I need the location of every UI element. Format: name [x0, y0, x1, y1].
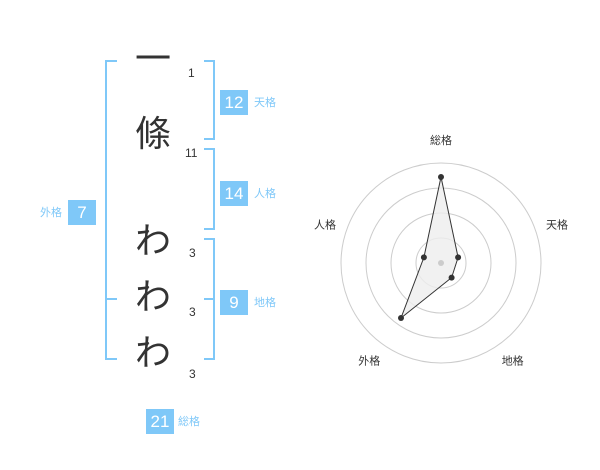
chikaku-bracket-tick — [204, 298, 215, 300]
radar-axis-label-4: 外格 — [358, 354, 380, 368]
radar-ring-4 — [340, 162, 542, 364]
chikaku-value: 9 — [220, 290, 248, 315]
radar-data-polygon — [399, 176, 459, 320]
gaikaku-bracket-tick — [105, 298, 117, 300]
radar-center-point — [438, 260, 444, 266]
jinkaku-label: 人格 — [254, 187, 276, 200]
radar-point-3 — [448, 274, 455, 281]
radar-point-1 — [438, 174, 444, 180]
radar-point-4 — [398, 315, 404, 321]
jinkaku-bracket — [204, 148, 215, 230]
name-char-4: わ — [134, 277, 171, 318]
stroke-count-2: 11 — [185, 146, 198, 160]
radar-axis-label-1: 総格 — [430, 133, 452, 147]
radar-point-2 — [455, 254, 462, 261]
chikaku-badge: 9 地格 — [220, 290, 276, 315]
radar-point-5 — [420, 254, 427, 261]
soukaku-label: 総格 — [178, 415, 200, 428]
stroke-count-3: 3 — [189, 246, 196, 260]
chikaku-label: 地格 — [254, 296, 276, 309]
name-char-3: わ — [134, 221, 171, 262]
tenkaku-bracket — [204, 60, 215, 140]
tenkaku-label: 天格 — [254, 96, 276, 109]
radar-axis-label-3: 地格 — [502, 354, 524, 368]
gaikaku-bracket — [105, 60, 117, 360]
stroke-count-4: 3 — [189, 305, 196, 319]
gaikaku-badge: 外格 7 — [40, 200, 96, 225]
jinkaku-badge: 14 人格 — [220, 181, 276, 206]
stroke-count-1: 1 — [188, 66, 195, 80]
radar-axis-label-5: 人格 — [314, 217, 336, 231]
soukaku-badge: 21 総格 — [146, 409, 200, 434]
name-char-1: 一 — [134, 39, 171, 80]
soukaku-value: 21 — [146, 409, 174, 434]
stroke-count-5: 3 — [189, 367, 196, 381]
radar-axis-label-2: 天格 — [546, 217, 568, 231]
name-char-2: 條 — [134, 114, 171, 155]
gaikaku-label: 外格 — [40, 206, 62, 219]
gaikaku-value: 7 — [68, 200, 96, 225]
tenkaku-value: 12 — [220, 90, 248, 115]
tenkaku-badge: 12 天格 — [220, 90, 276, 115]
name-char-5: わ — [134, 333, 171, 374]
jinkaku-value: 14 — [220, 181, 248, 206]
